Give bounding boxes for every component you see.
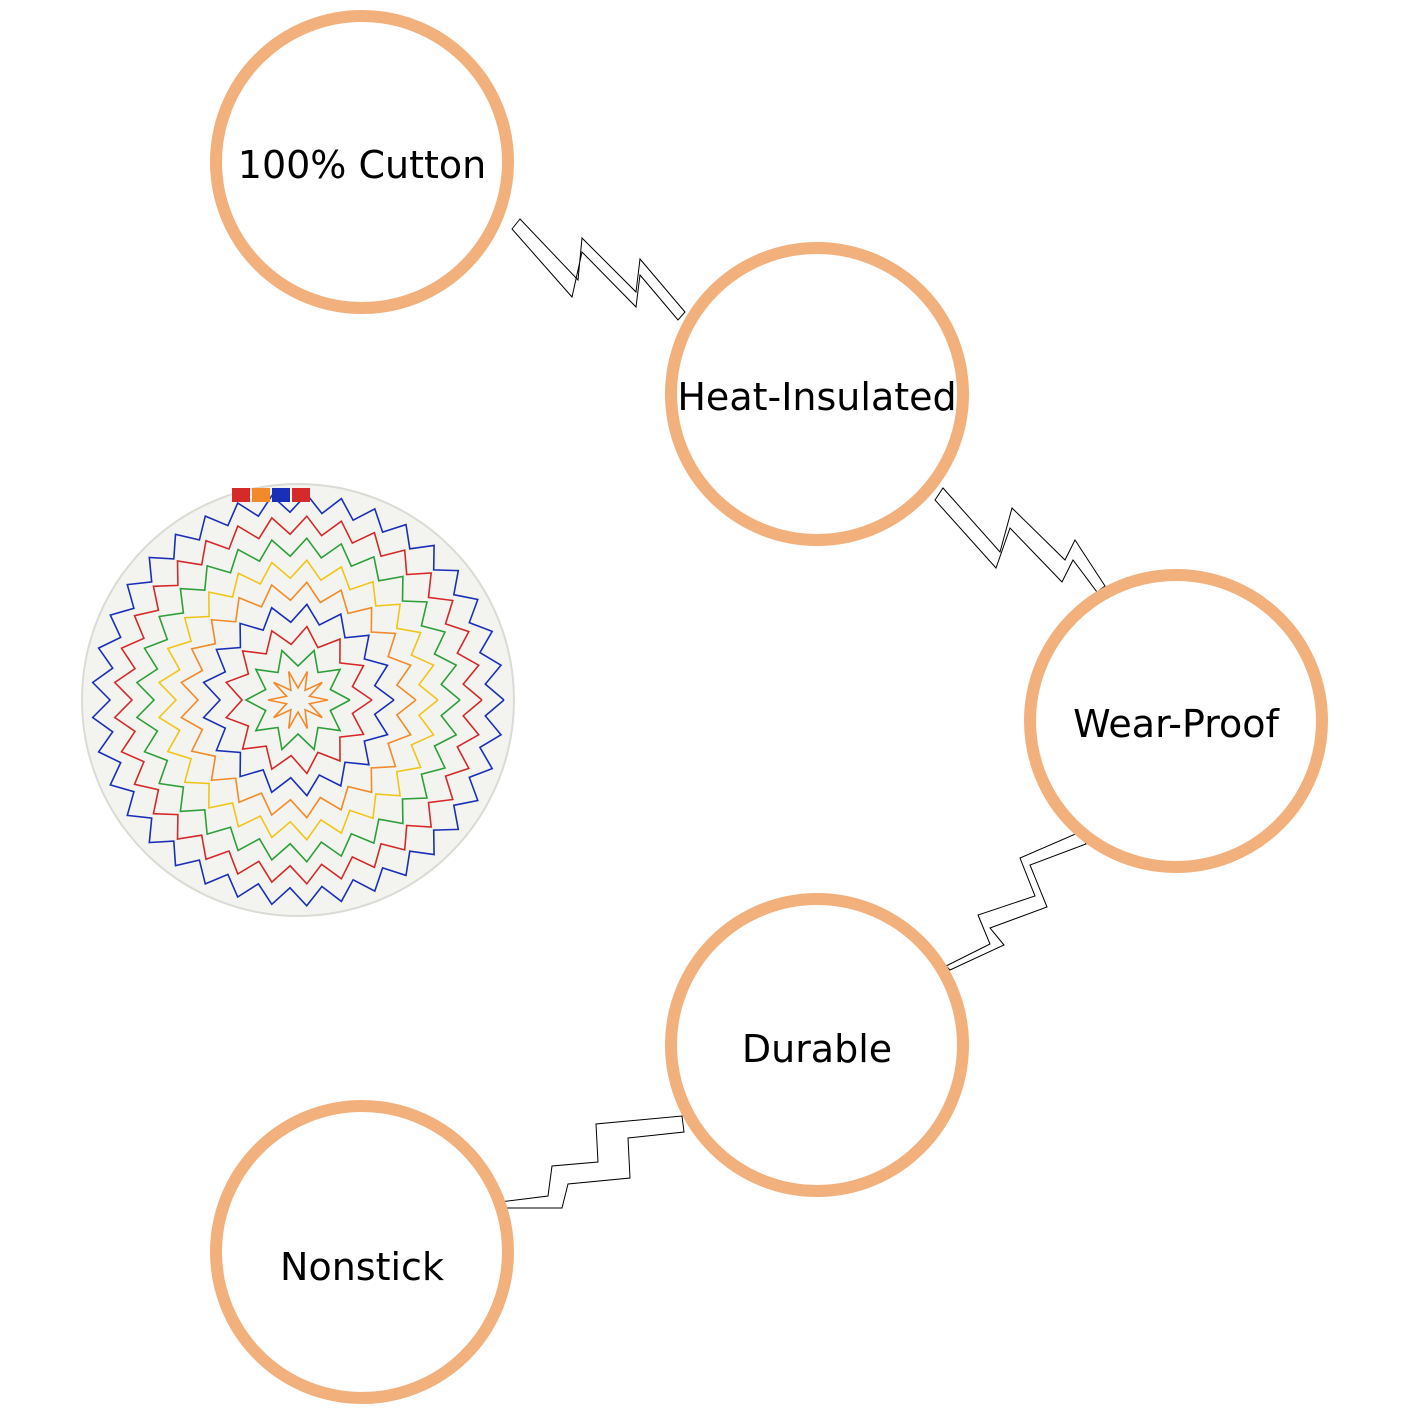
feature-circle-durable <box>665 893 969 1197</box>
feature-circle-wear-proof <box>1024 569 1328 873</box>
feature-label-wear-proof: Wear-Proof <box>1073 702 1279 746</box>
connector-durable-nonstick <box>499 1115 685 1209</box>
feature-label-durable: Durable <box>741 1027 893 1071</box>
feature-label-nonstick: Nonstick <box>280 1245 444 1289</box>
feature-circle-heat-insulated <box>665 242 969 546</box>
coaster-icon <box>81 483 515 917</box>
connector-cutton-heat <box>511 218 686 321</box>
feature-label-heat-insulated: Heat-Insulated <box>677 375 957 419</box>
feature-circle-cutton <box>210 10 514 314</box>
connector-heat-wear <box>934 487 1106 593</box>
feature-label-cutton: 100% Cutton <box>237 143 487 187</box>
connector-wear-durable <box>945 831 1087 971</box>
feature-circle-nonstick <box>210 1100 514 1404</box>
